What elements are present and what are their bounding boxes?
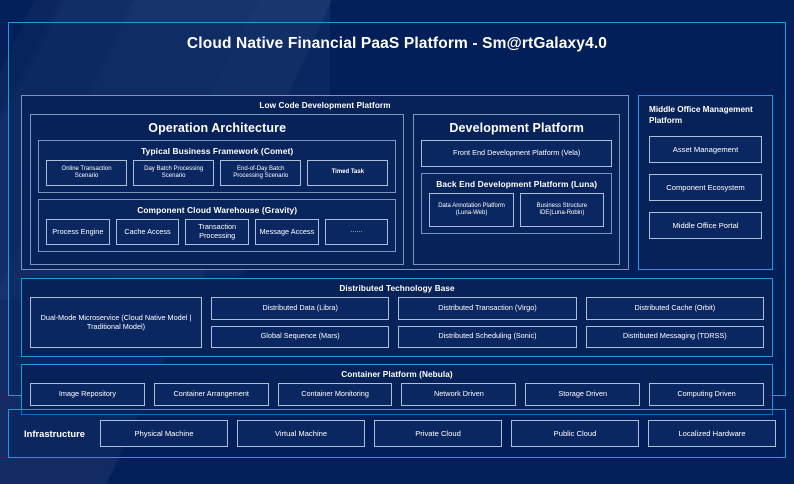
top-row: Low Code Development Platform Operation …: [21, 95, 773, 270]
middle-office-item-component-ecosystem[interactable]: Component Ecosystem: [649, 174, 762, 202]
infrastructure-items-row: Physical Machine Virtual Machine Private…: [100, 420, 776, 447]
back-end-title: Back End Development Platform (Luna): [436, 179, 598, 189]
dtb-column-2: Distributed Transaction (Virgo) Distribu…: [398, 297, 577, 348]
dtb-item-distributed-scheduling[interactable]: Distributed Scheduling (Sonic): [398, 325, 577, 348]
middle-office-item-middle-office-portal[interactable]: Middle Office Portal: [649, 212, 762, 240]
gravity-item-process-engine[interactable]: Process Engine: [46, 219, 110, 245]
gravity-item-transaction-processing[interactable]: Transaction Processing: [185, 219, 250, 245]
back-end-item-business-structure-ide[interactable]: Business Structure IDE(Luna-Robin): [519, 193, 605, 227]
infrastructure-item-localized-hardware[interactable]: Localized Hardware: [648, 420, 776, 447]
middle-office-item-asset-management[interactable]: Asset Management: [649, 136, 762, 164]
dtb-item-distributed-transaction[interactable]: Distributed Transaction (Virgo): [398, 297, 577, 320]
comet-item-end-of-day-batch[interactable]: End-of-Day Batch Processing Scenario: [220, 160, 302, 186]
front-end-development-platform-box[interactable]: Front End Development Platform (Vela): [421, 140, 612, 167]
dtb-column-1: Distributed Data (Libra) Global Sequence…: [211, 297, 390, 348]
infrastructure-item-public-cloud[interactable]: Public Cloud: [511, 420, 639, 447]
distributed-technology-base-panel: Distributed Technology Base Dual-Mode Mi…: [21, 278, 773, 357]
gravity-item-message-access[interactable]: Message Access: [255, 219, 319, 245]
container-item-network-driven[interactable]: Network Driven: [401, 383, 517, 406]
infrastructure-item-virtual-machine[interactable]: Virtual Machine: [237, 420, 365, 447]
comet-item-day-batch[interactable]: Day Batch Processing Scenario: [133, 160, 215, 186]
infrastructure-item-physical-machine[interactable]: Physical Machine: [100, 420, 228, 447]
distributed-technology-base-title: Distributed Technology Base: [339, 284, 455, 293]
comet-items-row: Online Transaction Scenario Day Batch Pr…: [39, 160, 395, 186]
low-code-platform-title: Low Code Development Platform: [259, 101, 391, 110]
dtb-column-3: Distributed Cache (Orbit) Distributed Me…: [585, 297, 764, 348]
dtb-item-global-sequence[interactable]: Global Sequence (Mars): [211, 325, 390, 348]
gravity-title: Component Cloud Warehouse (Gravity): [137, 205, 298, 215]
infrastructure-panel: Infrastructure Physical Machine Virtual …: [8, 409, 786, 458]
container-item-computing-driven[interactable]: Computing Driven: [649, 383, 764, 406]
development-platform-panel: Development Platform Front End Developme…: [413, 114, 620, 265]
gravity-items-row: Process Engine Cache Access Transaction …: [39, 219, 395, 245]
low-code-development-platform-panel: Low Code Development Platform Operation …: [21, 95, 629, 270]
comet-item-timed-task[interactable]: Timed Task: [307, 160, 389, 186]
operation-architecture-panel: Operation Architecture Typical Business …: [30, 114, 405, 265]
page-title: Cloud Native Financial PaaS Platform - S…: [186, 35, 608, 52]
container-platform-panel: Container Platform (Nebula) Image Reposi…: [21, 364, 773, 415]
comet-title: Typical Business Framework (Comet): [141, 146, 294, 156]
container-item-storage-driven[interactable]: Storage Driven: [525, 383, 641, 406]
container-item-container-monitoring[interactable]: Container Monitoring: [277, 383, 393, 406]
platform-main-frame: Cloud Native Financial PaaS Platform - S…: [8, 22, 786, 415]
gravity-item-more[interactable]: ……: [324, 219, 389, 245]
comet-item-online-transaction[interactable]: Online Transaction Scenario: [46, 160, 128, 186]
operation-architecture-title: Operation Architecture: [148, 121, 287, 135]
container-platform-title: Container Platform (Nebula): [341, 370, 453, 379]
middle-office-management-platform-panel: Middle Office Management Platform Asset …: [638, 95, 773, 270]
container-item-image-repository[interactable]: Image Repository: [30, 383, 145, 406]
component-cloud-warehouse-panel: Component Cloud Warehouse (Gravity) Proc…: [38, 199, 397, 252]
infrastructure-label: Infrastructure: [24, 428, 85, 439]
back-end-development-platform-panel: Back End Development Platform (Luna) Dat…: [421, 173, 612, 234]
dtb-item-distributed-cache[interactable]: Distributed Cache (Orbit): [585, 297, 764, 320]
dtb-item-distributed-data[interactable]: Distributed Data (Libra): [211, 297, 390, 320]
middle-office-title: Middle Office Management Platform: [649, 105, 753, 126]
gravity-item-cache-access[interactable]: Cache Access: [115, 219, 180, 245]
back-end-items-row: Data Annotation Platform (Luna-Web) Busi…: [422, 193, 611, 227]
back-end-item-data-annotation[interactable]: Data Annotation Platform (Luna-Web): [429, 193, 514, 227]
dtb-item-distributed-messaging[interactable]: Distributed Messaging (TDRSS): [585, 325, 764, 348]
front-end-row: Front End Development Platform (Vela): [414, 140, 619, 167]
typical-business-framework-panel: Typical Business Framework (Comet) Onlin…: [38, 140, 397, 193]
infrastructure-item-private-cloud[interactable]: Private Cloud: [374, 420, 502, 447]
container-item-container-arrangement[interactable]: Container Arrangement: [153, 383, 269, 406]
development-platform-title: Development Platform: [449, 121, 585, 135]
front-end-label: Front End Development Platform (Vela): [453, 148, 581, 158]
dtb-item-dual-mode-microservice[interactable]: Dual-Mode Microservice (Cloud Native Mod…: [30, 297, 202, 348]
